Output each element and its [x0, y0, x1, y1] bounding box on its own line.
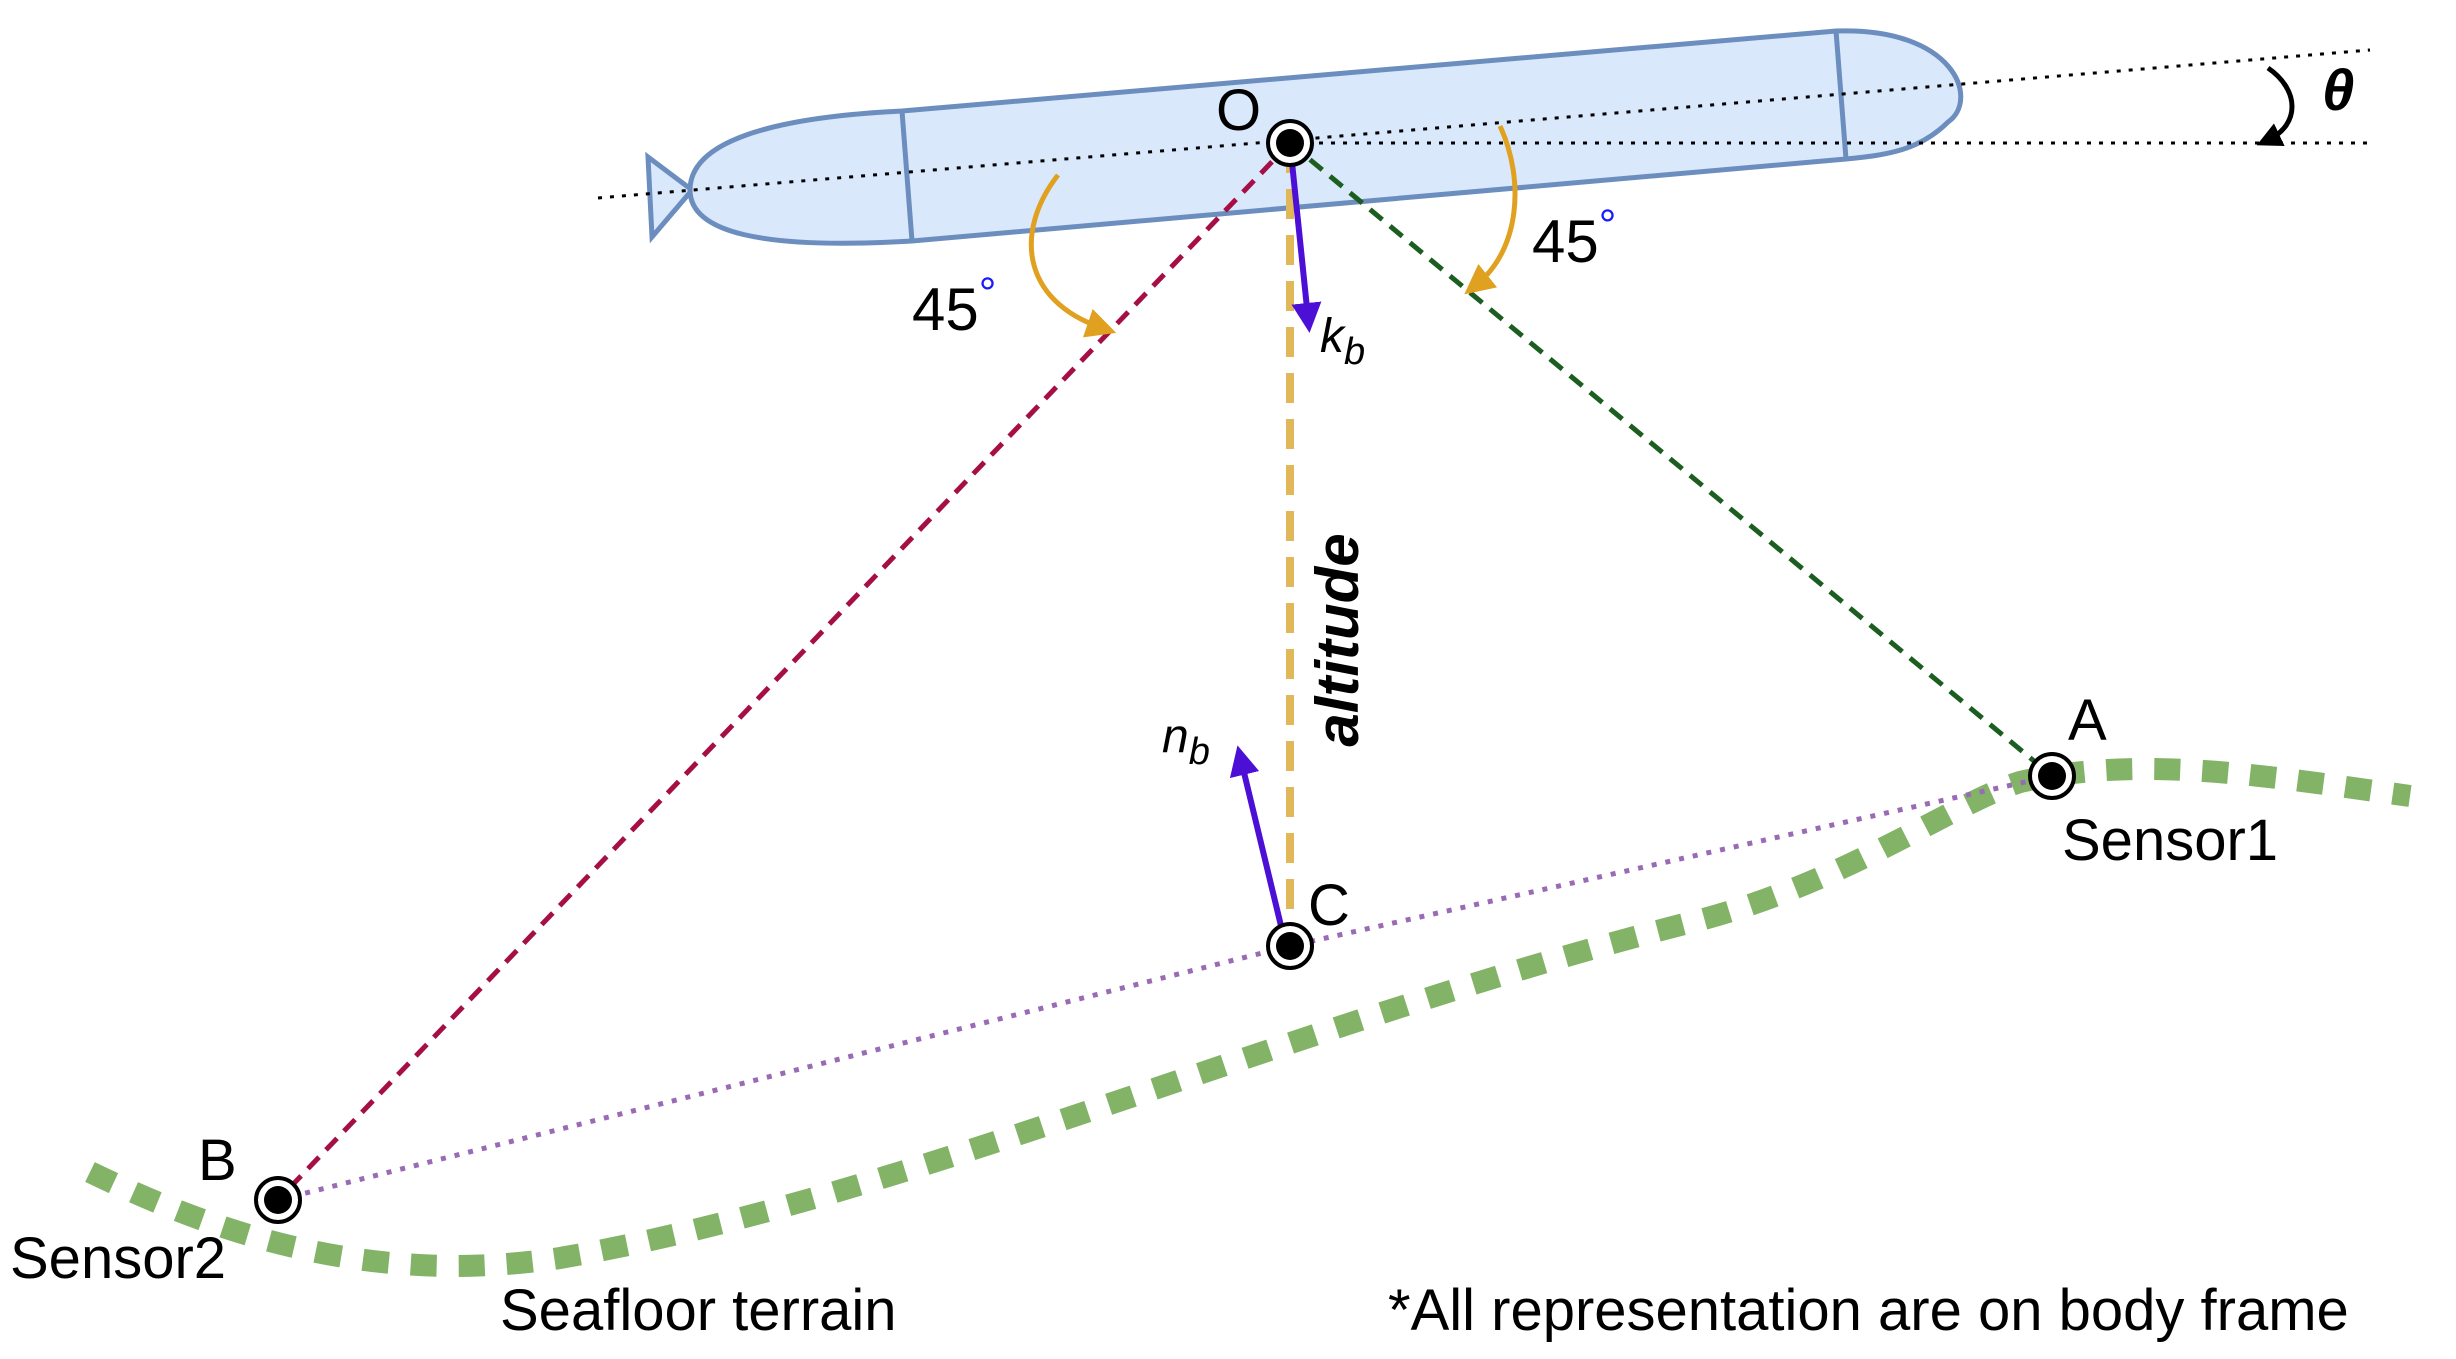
auv-tail-fin — [645, 151, 696, 244]
angle-arrow-right — [1464, 124, 1518, 295]
point-A-marker — [2028, 752, 2076, 800]
pitch-angle-arrow — [2256, 65, 2295, 146]
angle-arrow-left — [1028, 173, 1117, 338]
seafloor-terrain-label: Seafloor terrain — [500, 1278, 897, 1343]
vector-nb-arrow — [1229, 745, 1285, 931]
auv-vehicle — [645, 28, 1964, 246]
auv-section-line-rear — [1833, 30, 1849, 160]
altitude-label: altitude — [1304, 533, 1371, 746]
seafloor-terrain — [85, 757, 2412, 1277]
body-frame-note: *All representation are on body frame — [1388, 1278, 2349, 1343]
sensor2-label: Sensor2 — [10, 1226, 226, 1291]
body-axis-line — [597, 48, 2371, 200]
auv-section-line-front — [899, 110, 915, 242]
auv-hull — [687, 28, 1964, 246]
beam-line-OA — [1288, 141, 2054, 778]
vector-nb-label: nb — [1162, 710, 1210, 773]
pitch-angle-label: θ — [2322, 58, 2354, 123]
point-C-marker — [1266, 922, 1314, 970]
point-C-label: C — [1308, 873, 1350, 938]
vector-kb-label: kb — [1320, 310, 1365, 373]
vector-kb-arrow — [1287, 142, 1322, 333]
point-B-label: B — [198, 1128, 237, 1193]
angle-label-left: 45° — [912, 269, 996, 343]
seafloor-estimate-line-BCA — [277, 773, 2053, 1203]
point-B-marker — [254, 1176, 302, 1224]
point-O-label: O — [1216, 78, 1261, 143]
beam-line-OB — [276, 141, 1292, 1202]
point-A-label: A — [2068, 688, 2107, 753]
angle-label-right: 45° — [1532, 201, 1616, 275]
sensor1-label: Sensor1 — [2062, 808, 2278, 873]
point-O-marker — [1266, 119, 1314, 167]
